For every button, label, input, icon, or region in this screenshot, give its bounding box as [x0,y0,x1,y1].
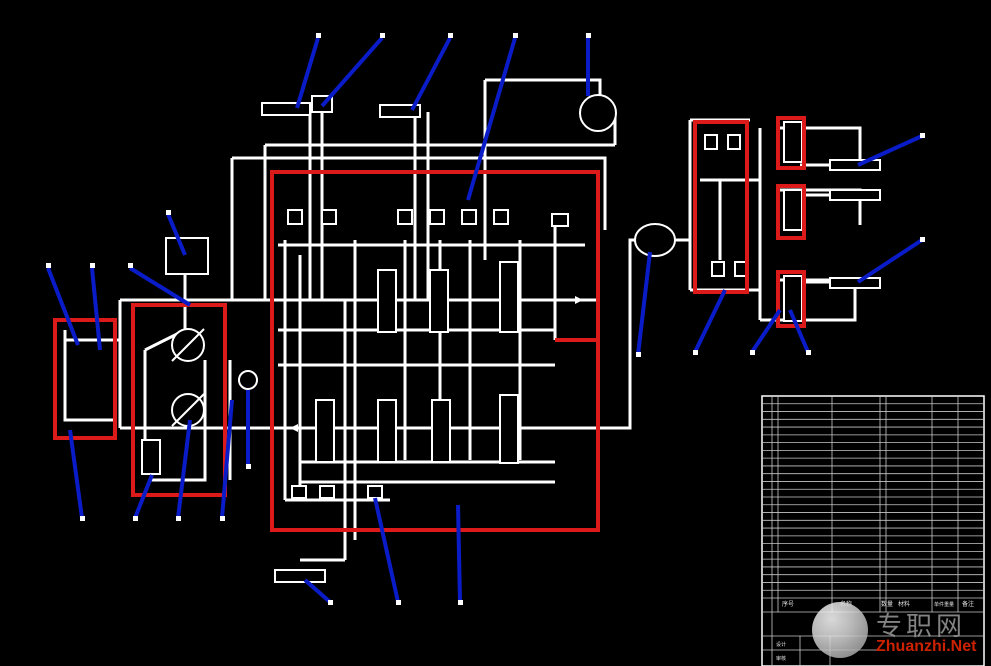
table-header-weight: 单件重量 [934,601,954,608]
table-footer-check: 审核 [776,655,786,662]
parts-table: 序号 名称 数量 材料 单件重量 备注 设计 审核 [761,395,985,666]
highlight-valve-r3 [776,270,806,328]
leader-lines [46,36,924,604]
table-header-seq: 序号 [782,600,794,608]
leader-balloon-ticks [46,33,925,605]
cylinder-right-2 [829,189,881,201]
cylinder-top-2 [379,104,421,118]
highlight-boxes [53,116,806,532]
watermark-en: Zhuanzhi.Net [876,638,977,655]
table-header-material: 材料 [898,600,910,608]
heat-exchanger [141,439,161,475]
oil-tank [165,237,209,275]
watermark-cn: 专职网 [876,612,967,642]
cylinder-right-3 [829,277,881,289]
highlight-manifold [693,120,749,294]
highlight-outline-step [555,172,600,342]
table-header-qty: 数量 [881,600,893,608]
flow-meter [634,223,676,257]
highlight-tank-heater [53,318,117,440]
watermark-logo-ball [812,602,868,658]
cylinder-top-1 [261,102,311,116]
flow-arrows [290,296,583,432]
cylinder-bottom [274,569,326,583]
components [141,94,881,583]
hydraulic-motor [579,94,617,132]
table-header-note: 备注 [962,600,974,608]
table-footer-design: 设计 [776,641,786,648]
cylinder-right-1 [829,159,881,171]
highlight-valve-r2 [776,184,806,240]
site-watermark: 专职网 Zhuanzhi.Net [808,600,991,666]
highlight-valve-block [270,170,600,532]
highlight-valve-r1 [776,116,806,170]
pressure-gauge [238,370,258,390]
